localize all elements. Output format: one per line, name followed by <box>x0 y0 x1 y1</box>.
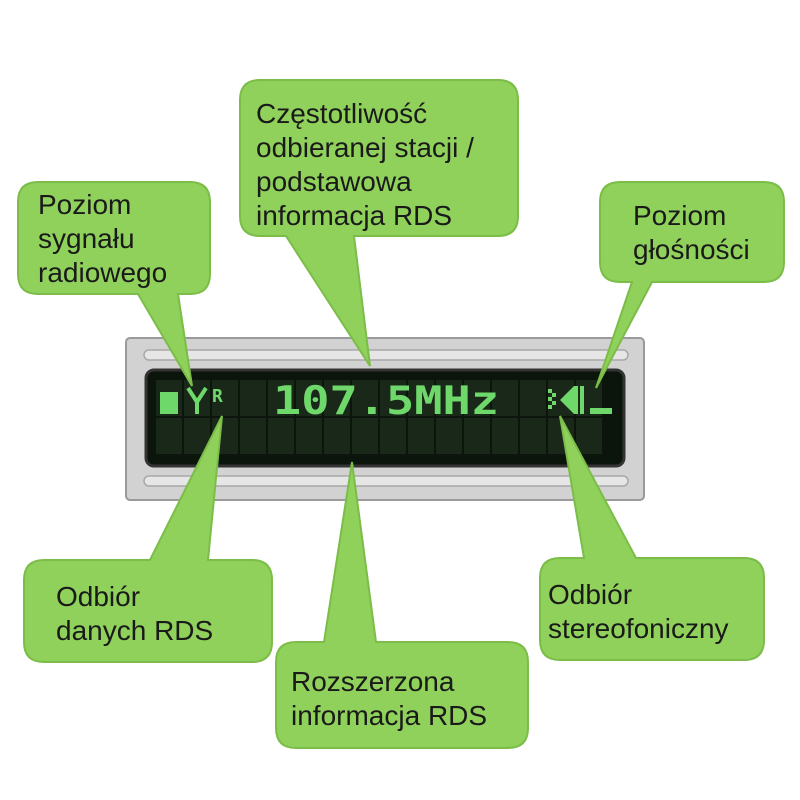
lcd-cell <box>380 380 406 416</box>
lcd-cell <box>268 380 294 416</box>
callout-rds-label: Odbiór danych RDS <box>56 581 214 646</box>
lcd-cell <box>464 418 490 454</box>
lcd-cell <box>464 380 490 416</box>
panel-bottom-slot <box>143 475 629 487</box>
callout-extended-rds-bubble <box>275 461 529 749</box>
lcd-cell <box>408 418 434 454</box>
callout-extended-rds-label: Rozszerzona informacja RDS <box>291 666 488 731</box>
callout-rds-bubble <box>23 415 273 663</box>
lcd-cell <box>492 380 518 416</box>
lcd-cell <box>380 418 406 454</box>
lcd-cell <box>352 380 378 416</box>
lcd-cell <box>296 380 322 416</box>
lcd-cell <box>324 380 350 416</box>
lcd-cell <box>352 418 378 454</box>
signal-level-icon <box>160 392 178 414</box>
antenna-icon <box>186 386 208 414</box>
callout-bubbles <box>17 79 785 749</box>
radio-lcd-panel: R 107.5MHz <box>125 337 645 501</box>
callout-frequency-bubble <box>239 79 519 367</box>
lcd-cell <box>436 418 462 454</box>
lcd-cell <box>268 418 294 454</box>
lcd-cell <box>324 418 350 454</box>
lcd-cell <box>520 418 546 454</box>
lcd-cell <box>212 380 238 416</box>
lcd-cell <box>296 418 322 454</box>
callout-signal-label: Poziom sygnału radiowego <box>38 189 168 288</box>
callout-signal-bubble <box>17 181 211 387</box>
callout-volume-label: Poziom głośności <box>633 200 750 265</box>
callout-volume-bubble <box>595 181 785 389</box>
volume-bar-icon <box>590 408 612 414</box>
rds-flag: R <box>212 386 223 407</box>
lcd-cell <box>436 380 462 416</box>
callout-stereo-label: Odbiór stereofoniczny <box>548 579 729 644</box>
callout-frequency-label: Częstotliwość odbieranej stacji / podsta… <box>256 98 474 231</box>
stereo-icon <box>548 386 584 414</box>
callout-stereo-bubble <box>539 415 765 661</box>
lcd-cell <box>240 380 266 416</box>
lcd-cell <box>156 418 182 454</box>
lcd-cell <box>408 380 434 416</box>
lcd-cell <box>576 418 602 454</box>
panel-top-slot <box>143 349 629 361</box>
lcd-cell <box>520 380 546 416</box>
lcd-cell <box>492 418 518 454</box>
frequency-readout: 107.5MHz <box>273 379 499 424</box>
lcd-cell <box>240 418 266 454</box>
